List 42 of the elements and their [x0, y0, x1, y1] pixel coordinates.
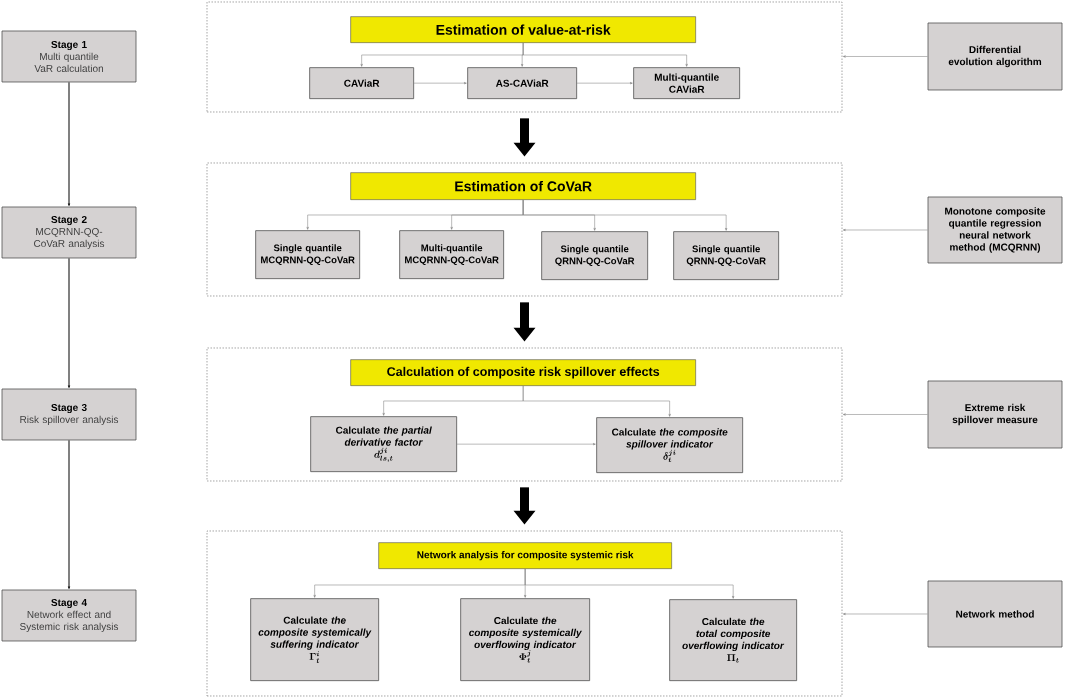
arrow: [842, 55, 928, 58]
arrow: [576, 82, 633, 85]
method-box: Extreme risk spillover measure: [927, 380, 1063, 449]
process-box: Single quantile QRNN-QQ-CoVaR: [541, 231, 649, 281]
title-banner: Estimation of value-at-risk: [350, 16, 696, 43]
title-banner: Network analysis for composite systemic risk: [378, 542, 672, 569]
process-box: Calculate the total composite overflowing indicator $\Pi_{t}$: [669, 599, 798, 682]
stage-box: Stage 4 Network effect and Systemic risk analysis: [1, 589, 137, 642]
arrow: [67, 439, 71, 589]
process-box: Single quantile QRNN-QQ-CoVaR: [673, 231, 780, 281]
dashed-panel: [206, 162, 843, 297]
arrow: [522, 199, 728, 231]
process-box: Calculate the composite spillover indicator $\delta_{t}^{ji}$: [596, 417, 744, 474]
arrow: [842, 612, 928, 616]
dashed-panel: [206, 530, 843, 697]
process-box: AS-CAViaR: [467, 67, 578, 100]
stage-box: Stage 1 Multi quantile VaR calculation: [1, 30, 137, 83]
arrow: [67, 257, 71, 388]
arrow: [67, 81, 71, 206]
process-box: Calculate the composite systemically suffering indicator $\Gamma_{t}^{i}$: [250, 598, 380, 682]
process-box: Calculate the partial derivative factor $d_{ls,t}^{ji}$: [310, 416, 458, 473]
arrow: [456, 443, 596, 446]
dashed-panel: [206, 347, 843, 482]
process-box: Multi-quantile CAViaR: [633, 67, 741, 100]
process-box: Single quantile MCQRNN-QQ-CoVaR: [255, 230, 361, 280]
dashed-panel: [206, 1, 843, 113]
process-box: Multi-quantile MCQRNN-QQ-CoVaR: [399, 230, 505, 280]
method-box: Network method: [927, 580, 1063, 648]
title-banner: Estimation of CoVaR: [350, 172, 696, 200]
arrow: [522, 385, 671, 417]
arrow: [842, 228, 928, 232]
arrow: [524, 568, 735, 599]
method-box: Differential evolution algorithm: [927, 22, 1063, 91]
arrow: [842, 413, 928, 416]
method-box: Monotone composite quantile regression neural network method (MCQRNN): [927, 196, 1063, 264]
arrow: [522, 42, 688, 67]
stage-box: Stage 2 MCQRNN-QQ-CoVaR analysis: [1, 206, 137, 259]
arrow: [413, 82, 467, 85]
process-box: CAViaR: [309, 67, 415, 100]
stage-box: Stage 3 Risk spillover analysis: [1, 388, 137, 441]
process-box: Calculate the composite systemically overflowing indicator $\Phi_{t}^{j}$: [460, 598, 591, 682]
title-banner: Calculation of composite risk spillover effects: [350, 359, 696, 386]
